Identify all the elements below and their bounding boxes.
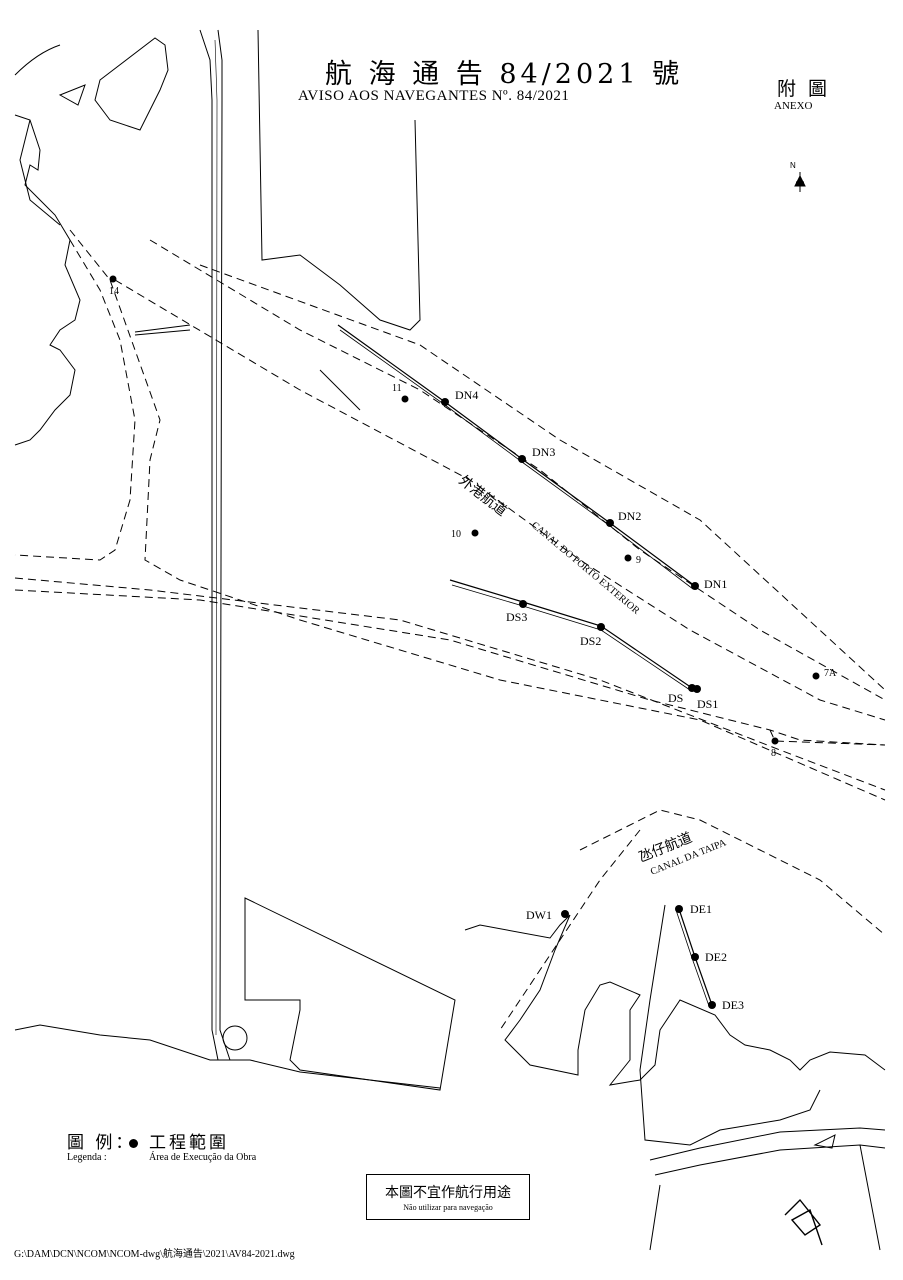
channel-south-boundary xyxy=(14,589,886,746)
work-point-label-8: 8 xyxy=(771,748,776,759)
work-point-dn3 xyxy=(518,455,526,463)
north-label: N xyxy=(790,161,796,170)
pier-northwest xyxy=(94,37,169,131)
work-point-ds3 xyxy=(519,600,527,608)
work-point-dw1 xyxy=(561,910,569,918)
disclaimer-zh: 本圖不宜作航行用途 xyxy=(385,1185,511,1201)
work-point-label-ds: DS xyxy=(668,691,683,705)
land-block-north xyxy=(257,29,421,331)
work-point-label-9: 9 xyxy=(636,555,641,566)
triangle-marker-northwest xyxy=(58,84,86,106)
page-title-zh: 航 海 通 告 84/2021 號 xyxy=(325,59,684,90)
work-point-label-7a: 7A xyxy=(824,668,837,679)
work-point-label-ds2: DS2 xyxy=(580,634,601,648)
coastline-northwest xyxy=(14,44,81,446)
channel-approach-north xyxy=(69,229,886,801)
channel-taipa-north xyxy=(579,809,886,936)
channel-outer-north-boundary xyxy=(199,264,886,691)
work-point-dn1 xyxy=(691,582,699,590)
work-point-14 xyxy=(109,275,117,283)
annex-label-zh: 附 圖 xyxy=(777,78,831,100)
land-taipa-south xyxy=(649,1127,886,1176)
legend-item-zh: 工程範圍 xyxy=(149,1133,229,1153)
channel-south-boundary-2 xyxy=(14,577,886,791)
legend-item-pt: Área de Execução da Obra xyxy=(149,1152,257,1163)
work-point-label-ds1: DS1 xyxy=(697,697,718,711)
work-point-8 xyxy=(771,737,779,745)
coastline-southwest xyxy=(14,1024,441,1089)
work-line-north-inner xyxy=(339,329,694,590)
work-point-label-dn3: DN3 xyxy=(532,445,555,459)
work-point-label-dn4: DN4 xyxy=(455,388,478,402)
work-line-south xyxy=(449,579,697,691)
work-point-9 xyxy=(624,554,632,562)
work-point-de1 xyxy=(675,905,683,913)
work-point-10 xyxy=(471,529,479,537)
work-point-label-10: 10 xyxy=(451,529,461,540)
bridge-road-middle xyxy=(214,39,218,1036)
jetty-mark xyxy=(319,369,361,411)
land-taipa xyxy=(464,914,886,1086)
channel-outer-centre xyxy=(149,239,886,701)
work-point-label-de1: DE1 xyxy=(690,902,712,916)
work-point-label-dw1: DW1 xyxy=(526,908,552,922)
legend-title-zh: 圖 例： xyxy=(67,1133,136,1153)
disclaimer-pt: Não utilizar para navegação xyxy=(403,1203,493,1212)
pier-stub xyxy=(134,324,191,336)
work-point-label-14: 14 xyxy=(109,286,119,297)
work-point-11 xyxy=(401,395,409,403)
land-block-southwest xyxy=(244,897,456,1091)
bridge-road-west xyxy=(199,29,219,1061)
work-point-dn4 xyxy=(441,398,449,406)
channel-to-point-8 xyxy=(769,729,886,746)
work-point-label-dn1: DN1 xyxy=(704,577,727,591)
channel-taipa-west xyxy=(499,829,641,1031)
coastline-northwest-inner xyxy=(19,119,61,226)
work-point-label-de2: DE2 xyxy=(705,950,727,964)
land-taipa-southwest xyxy=(649,1144,881,1251)
work-point-label-11: 11 xyxy=(392,383,402,394)
work-point-de2 xyxy=(691,953,699,961)
bridge-road-east xyxy=(217,29,231,1061)
page-title-pt: AVISO AOS NAVEGANTES Nº. 84/2021 xyxy=(298,88,570,104)
legend-title-pt: Legenda : xyxy=(67,1152,107,1163)
work-point-label-dn2: DN2 xyxy=(618,509,641,523)
roundabout xyxy=(222,1025,248,1051)
work-point-de3 xyxy=(708,1001,716,1009)
channel-outer-south-boundary xyxy=(114,279,886,721)
work-point-label-de3: DE3 xyxy=(722,998,744,1012)
land-taipa-east xyxy=(639,904,821,1146)
work-point-7a xyxy=(812,672,820,680)
channel-approach-west xyxy=(14,239,136,561)
work-point-ds1 xyxy=(693,685,701,693)
legend-point-icon xyxy=(129,1139,138,1148)
work-line-north xyxy=(337,324,696,587)
work-point-label-ds3: DS3 xyxy=(506,610,527,624)
file-path: G:\DAM\DCN\NCOM\NCOM-dwg\航海通告\2021\AV84-… xyxy=(14,1249,295,1260)
annex-label-pt: ANEXO xyxy=(774,100,813,112)
disclaimer-box: 本圖不宜作航行用途 Não utilizar para navegação xyxy=(366,1174,530,1220)
work-point-dn2 xyxy=(606,519,614,527)
work-point-ds2 xyxy=(597,623,605,631)
seal-logo-icon xyxy=(784,1198,823,1246)
north-arrow-icon xyxy=(794,172,806,192)
channel-label-outer-zh: 外港航道 xyxy=(456,473,510,520)
triangle-marker-southeast xyxy=(813,1134,836,1149)
work-line-south-inner xyxy=(451,584,691,691)
